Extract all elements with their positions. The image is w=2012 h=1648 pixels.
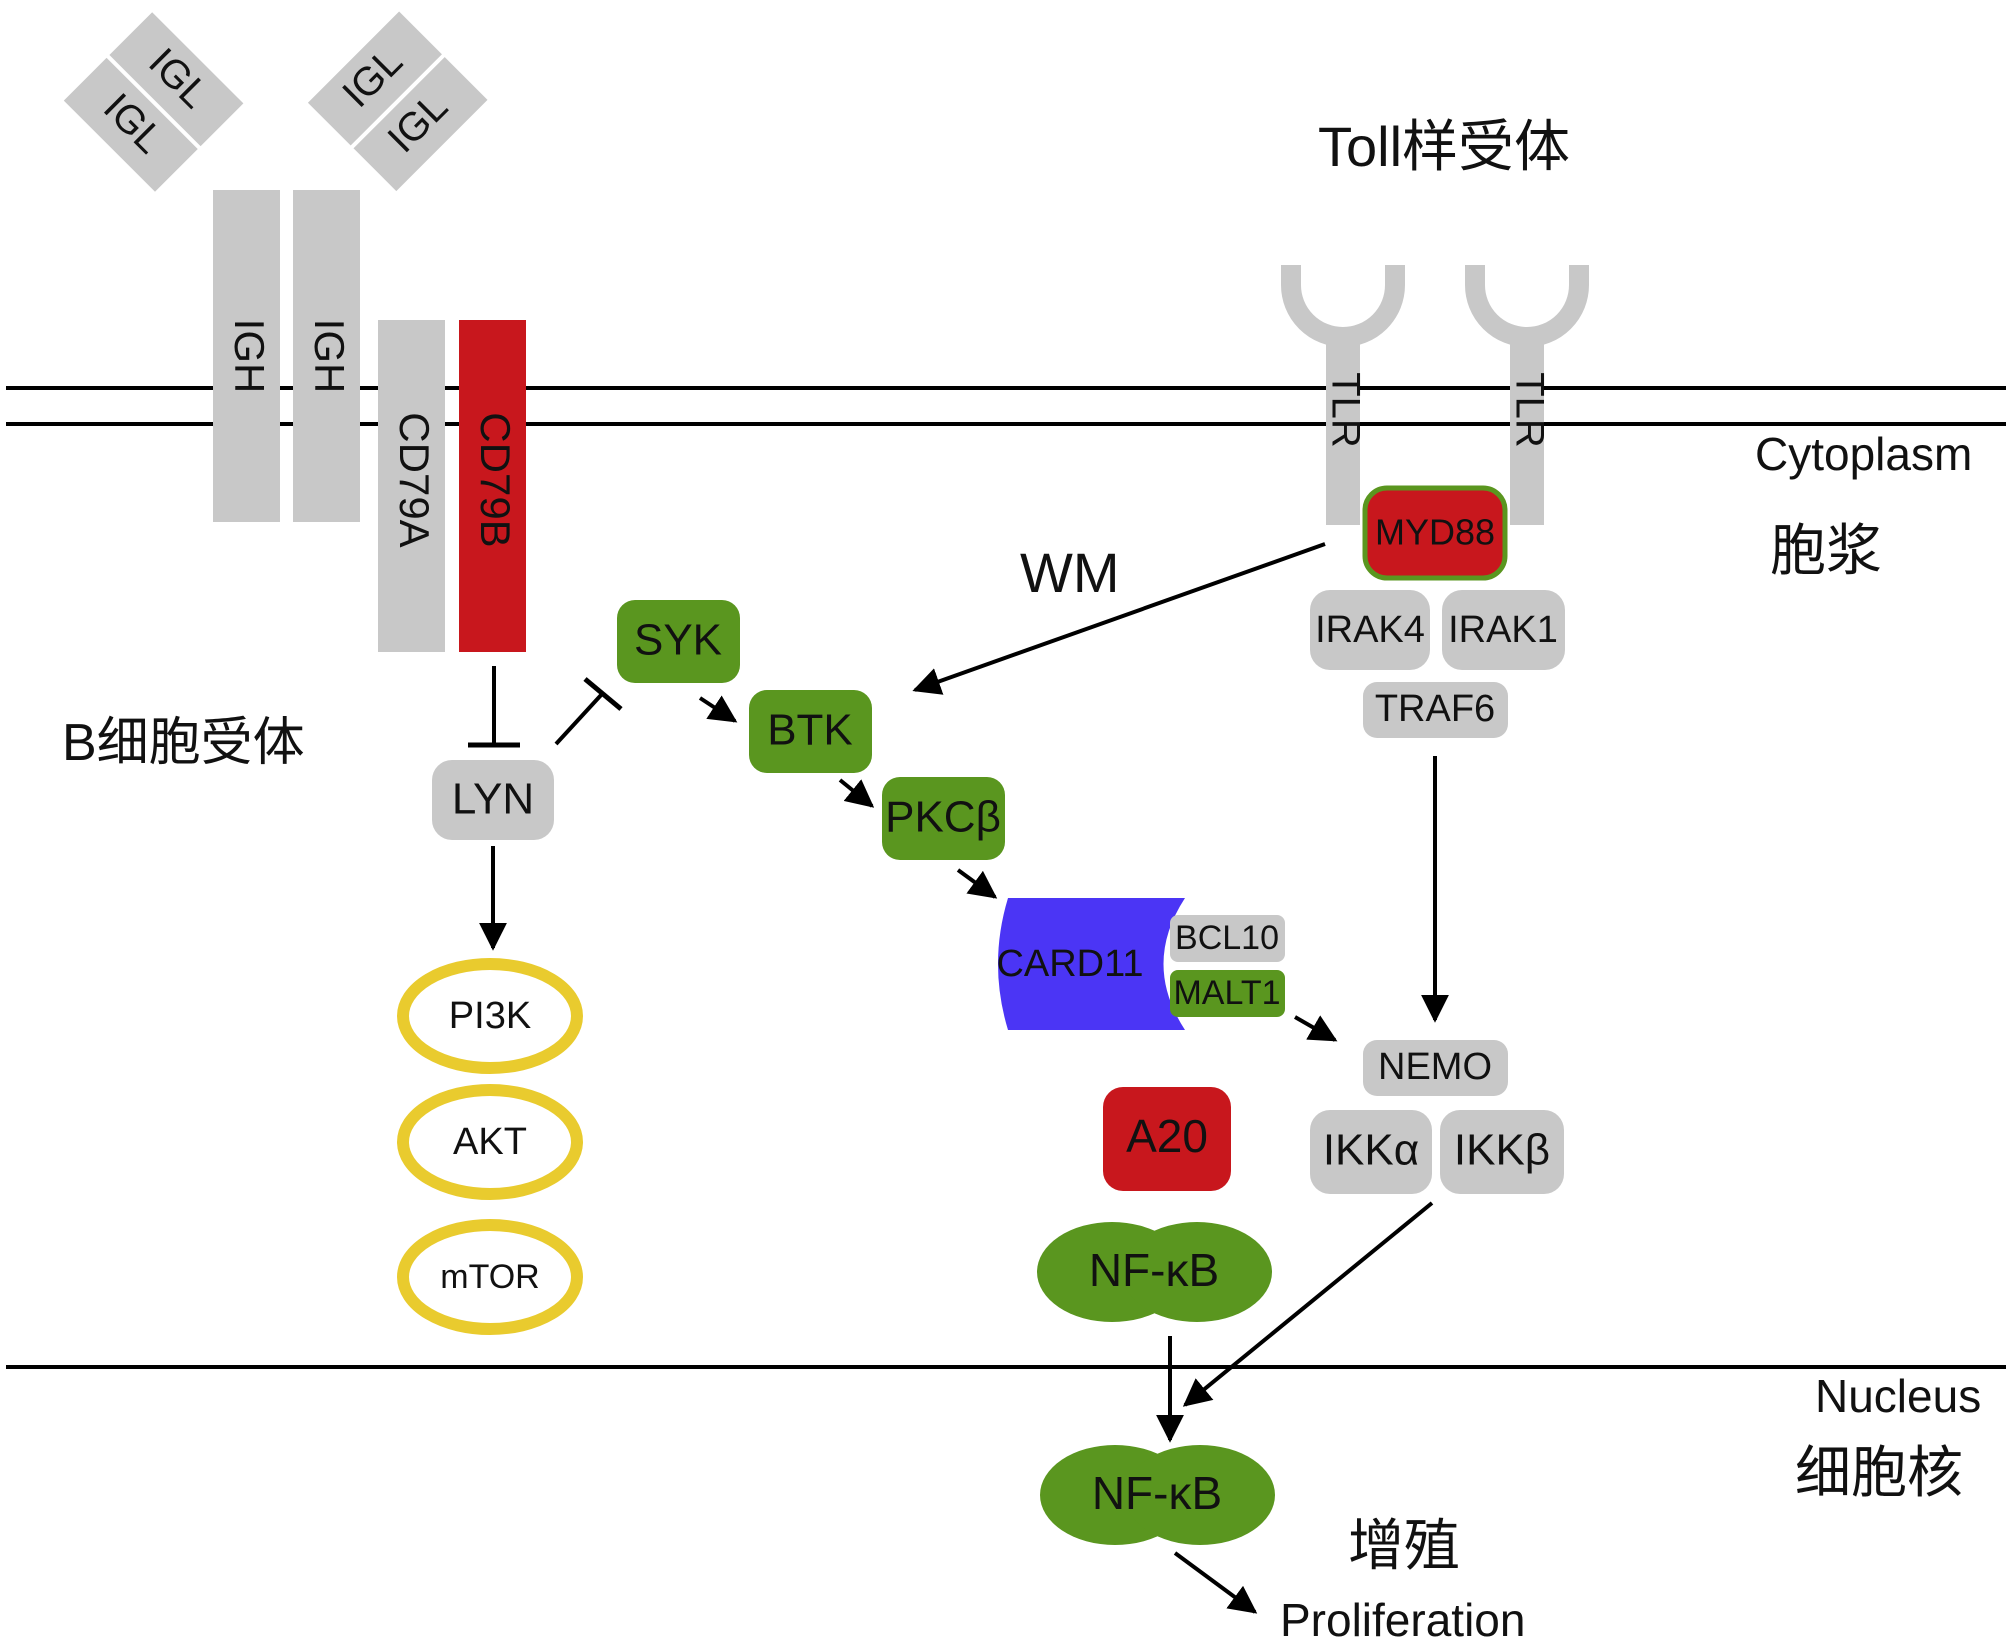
igl-chain-left: IGL IGL — [59, 7, 248, 197]
syk-to-btk-arrow — [698, 695, 738, 723]
malt1-node — [1170, 970, 1285, 1017]
akt-label: AKT — [453, 1121, 527, 1163]
mtor-node — [397, 1219, 583, 1335]
toll-title: Toll样受体 — [1318, 115, 1570, 178]
ikka-node — [1310, 1110, 1432, 1194]
bcl10-node — [1170, 915, 1285, 962]
nfkb-nucleus-node — [1040, 1445, 1275, 1545]
bcr-title: B细胞受体 — [62, 714, 305, 772]
cytoplasm-label-en: Cytoplasm — [1755, 428, 1972, 480]
syk-label: SYK — [634, 616, 722, 665]
igh-chain-right — [293, 190, 360, 522]
nucleus-label-zh: 细胞核 — [1795, 1441, 1963, 1504]
nfkb-cytoplasm-node — [1037, 1222, 1272, 1322]
nemo-label: NEMO — [1378, 1046, 1492, 1088]
cytoplasm-label-zh: 胞浆 — [1770, 519, 1882, 582]
malt1-to-nemo-arrow — [1294, 1015, 1338, 1042]
nfkb-to-proliferation-arrow — [1173, 1551, 1258, 1614]
irak1-label: IRAK1 — [1448, 609, 1558, 651]
nfkb-cytoplasm-label: NF-κB — [1089, 1244, 1219, 1296]
card11-node — [998, 898, 1185, 1030]
irak4-label: IRAK4 — [1315, 609, 1425, 651]
irak4-node — [1310, 590, 1430, 670]
pi3k-node — [397, 958, 583, 1074]
btk-to-pkcb-arrow — [838, 778, 875, 808]
a20-node — [1103, 1087, 1231, 1191]
pi3k-label: PI3K — [449, 995, 531, 1037]
lyn-node — [432, 760, 554, 840]
mtor-label: mTOR — [440, 1258, 539, 1296]
myd88-label: MYD88 — [1375, 512, 1495, 553]
akt-node — [397, 1084, 583, 1200]
ikkb-label: IKKβ — [1454, 1126, 1550, 1175]
igh-label-right: IGH — [306, 319, 353, 394]
lyn-inhibit-bar — [583, 677, 623, 711]
malt1-label: MALT1 — [1173, 974, 1280, 1012]
cd79a-label: CD79A — [391, 412, 438, 547]
pkcb-to-card11-arrow — [956, 868, 998, 899]
traf6-label: TRAF6 — [1375, 688, 1495, 730]
card11-label: CARD11 — [996, 943, 1143, 985]
nemo-node — [1363, 1040, 1508, 1096]
tlr-receptor-right — [1465, 265, 1589, 525]
btk-label: BTK — [767, 706, 853, 755]
traf6-node — [1363, 682, 1508, 738]
wm-label: WM — [1020, 541, 1120, 604]
bcl10-label: BCL10 — [1175, 919, 1279, 957]
cd79a-chain — [378, 320, 445, 652]
lyn-label: LYN — [452, 775, 534, 824]
nucleus-label-en: Nucleus — [1815, 1370, 1981, 1422]
myd88-to-btk-arrow — [912, 542, 1326, 695]
ikk-to-nfkb-arrow — [1182, 1201, 1434, 1407]
ikkb-node — [1440, 1110, 1564, 1194]
myd88-node — [1362, 485, 1508, 581]
igl-chain-right: IGL IGL — [303, 7, 492, 196]
pkcb-node — [882, 777, 1005, 860]
cd79b-chain — [459, 320, 526, 652]
a20-label: A20 — [1126, 1110, 1208, 1162]
tlr-receptor-left — [1281, 265, 1405, 525]
proliferation-label-en: Proliferation — [1280, 1594, 1525, 1643]
syk-node — [617, 600, 740, 683]
lyn-inhibit-line — [554, 692, 604, 746]
proliferation-label-zh: 增殖 — [1348, 1514, 1460, 1577]
tlr-label-left: TLR — [1323, 372, 1367, 448]
pkcb-label: PKCβ — [885, 793, 1001, 842]
tlr-label-right: TLR — [1507, 372, 1551, 448]
igh-label-left: IGH — [226, 319, 273, 394]
igh-chain-left — [213, 190, 280, 522]
irak1-node — [1442, 590, 1565, 670]
ikka-label: IKKα — [1323, 1126, 1419, 1175]
cd79b-label: CD79B — [472, 412, 519, 547]
btk-node — [749, 690, 872, 773]
nfkb-nucleus-label: NF-κB — [1092, 1467, 1222, 1519]
